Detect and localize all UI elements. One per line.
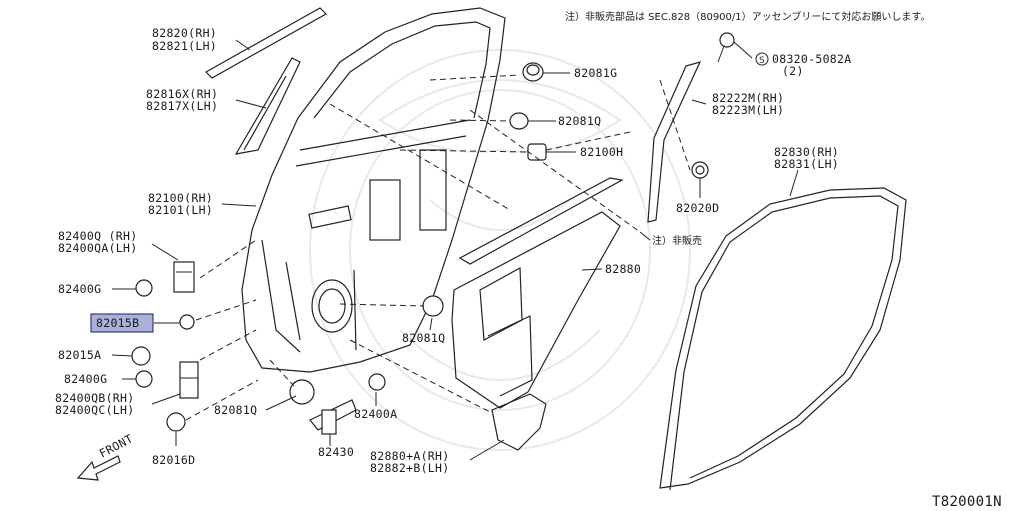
label-82222m: 82222M(RH) xyxy=(712,91,784,105)
label-82817x: 82817X(LH) xyxy=(146,99,218,113)
highlight-82015b[interactable] xyxy=(90,313,154,333)
plug-82081q-top xyxy=(509,112,529,130)
dashed-leaders xyxy=(185,74,691,421)
leader-lines xyxy=(111,39,799,461)
s-circle-icon xyxy=(755,52,769,66)
label-82400q: 82400Q (RH) xyxy=(58,229,137,243)
plug-82081q-bot xyxy=(289,379,315,405)
diagram-code: T820001N xyxy=(932,494,1002,510)
plug-82081q-mid xyxy=(422,295,444,317)
label-82816x: 82816X(RH) xyxy=(146,87,218,101)
label-82830: 82830(RH) xyxy=(774,145,839,159)
nut-82015b xyxy=(179,314,195,330)
label-82081q-bot: 82081Q xyxy=(214,403,257,417)
front-arrow: FRONT xyxy=(76,431,135,481)
note-top: 注）非販売部品は SEC.828（80900/1）アッセンブリーにて対応お願いし… xyxy=(565,10,930,23)
label-82400a: 82400A xyxy=(354,407,397,421)
label-82430: 82430 xyxy=(318,445,354,459)
bolt-08320 xyxy=(717,32,735,63)
label-82400g-bot: 82400G xyxy=(64,372,107,386)
labels: 注）非販売部品は SEC.828（80900/1）アッセンブリーにて対応お願いし… xyxy=(55,10,1002,510)
door-panel-82100 xyxy=(241,7,506,373)
label-82880: 82880 xyxy=(605,262,641,276)
sash-82222m xyxy=(647,61,702,223)
watermark-emblem xyxy=(309,49,691,451)
corner-trim-82816x xyxy=(234,57,301,155)
label-82400g-top: 82400G xyxy=(58,282,101,296)
label-08320: 08320-5082A xyxy=(772,52,851,66)
hinge-lower-82400qb xyxy=(179,361,199,399)
door-trim-82880 xyxy=(451,177,624,451)
label-82081q-mid: 82081Q xyxy=(402,331,445,345)
screw-82020d xyxy=(691,161,709,179)
bolt-82400g-top xyxy=(135,279,153,297)
front-label: FRONT xyxy=(97,431,135,460)
s-mark: S xyxy=(759,56,765,66)
label-82831: 82831(LH) xyxy=(774,157,839,171)
bolt-82400a xyxy=(368,373,386,391)
label-82081g: 82081G xyxy=(574,66,617,80)
label-82020d: 82020D xyxy=(676,201,719,215)
label-82101: 82101(LH) xyxy=(148,203,213,217)
weatherstrip-82830 xyxy=(659,187,907,491)
rear-molding-82820 xyxy=(205,7,327,79)
label-82400qb: 82400QB(RH) xyxy=(55,391,134,405)
label-82882b: 82882+B(LH) xyxy=(370,461,449,475)
label-82081q-top: 82081Q xyxy=(558,114,601,128)
note-nonsale: 注）非販売 xyxy=(652,234,702,247)
label-82820: 82820(RH) xyxy=(152,26,217,40)
screw-82016d xyxy=(166,412,186,432)
label-82400qc: 82400QC(LH) xyxy=(55,403,134,417)
label-82821: 82821(LH) xyxy=(152,39,217,53)
label-82015b[interactable]: 82015B xyxy=(96,316,139,330)
bolt-82015a xyxy=(131,346,151,366)
check-link-82430 xyxy=(309,399,357,435)
label-82015a: 82015A xyxy=(58,348,101,362)
label-82880a: 82880+A(RH) xyxy=(370,449,449,463)
bolt-82400g-bot xyxy=(135,370,153,388)
clip-82081g xyxy=(522,62,544,82)
label-82100h: 82100H xyxy=(580,145,623,159)
label-82100: 82100(RH) xyxy=(148,191,213,205)
hinge-upper-82400q xyxy=(173,261,195,293)
label-08320-qty: (2) xyxy=(782,64,804,78)
label-82016d: 82016D xyxy=(152,453,195,467)
label-82400qa: 82400QA(LH) xyxy=(58,241,137,255)
label-82223m: 82223M(LH) xyxy=(712,103,784,117)
